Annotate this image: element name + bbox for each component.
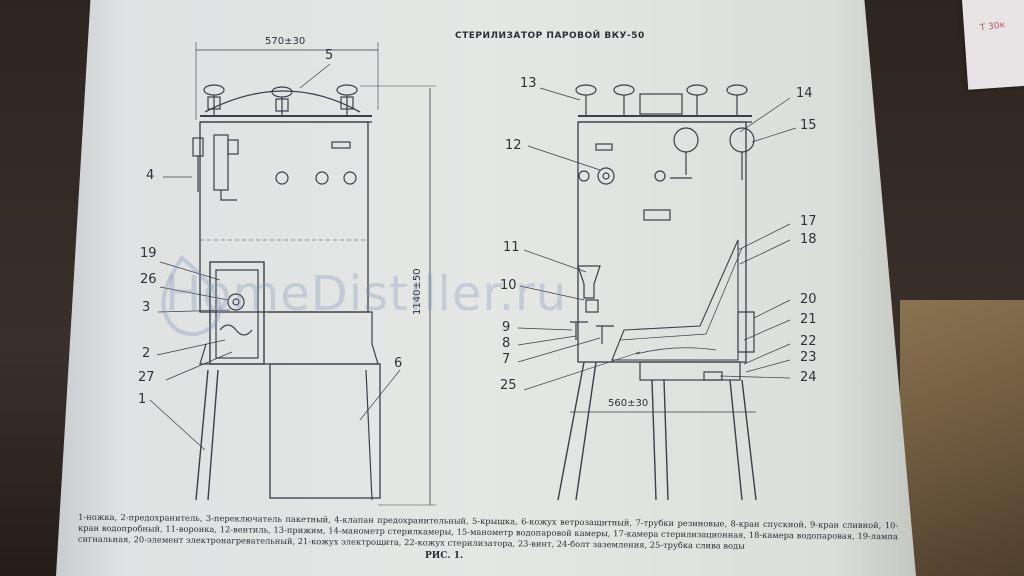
callout-7: 7	[502, 352, 511, 367]
watermark-logo	[161, 255, 223, 337]
callout-3: 3	[142, 300, 151, 315]
figure-label: РИС. 1.	[425, 551, 464, 561]
callout-14: 14	[796, 86, 813, 101]
callout-22: 22	[800, 334, 817, 349]
dim-width-bottom: 560±30	[608, 398, 649, 409]
lid-clamps	[203, 84, 358, 116]
document-title: СТЕРИЛИЗАТОР ПАРОВОЙ ВКУ-50	[455, 31, 645, 41]
document-page	[56, 0, 916, 576]
callout-26: 26	[140, 272, 157, 287]
callout-6: 6	[394, 356, 403, 371]
callout-23: 23	[800, 350, 817, 365]
callout-5: 5	[325, 48, 334, 63]
callout-17: 17	[800, 214, 817, 229]
callout-8: 8	[502, 336, 511, 351]
callout-21: 21	[800, 312, 817, 327]
right-clamps	[575, 84, 748, 116]
callout-11: 11	[503, 240, 520, 255]
callout-19: 19	[140, 246, 157, 261]
callout-4: 4	[146, 168, 155, 183]
callout-15: 15	[800, 118, 817, 133]
dim-width-top: 570±30	[265, 36, 306, 47]
callout-9: 9	[502, 320, 511, 335]
callout-27: 27	[138, 370, 155, 385]
callout-10: 10	[500, 278, 517, 293]
callout-25: 25	[500, 378, 517, 393]
callout-20: 20	[800, 292, 817, 307]
left-view	[149, 42, 436, 506]
right-view	[517, 84, 797, 501]
watermark-text: HomeDistiller.ru	[165, 266, 568, 322]
callout-18: 18	[800, 232, 817, 247]
callout-13: 13	[520, 76, 537, 91]
callout-2: 2	[142, 346, 151, 361]
callout-12: 12	[505, 138, 522, 153]
callout-1: 1	[138, 392, 147, 407]
wooden-table	[900, 300, 1024, 576]
callout-24: 24	[800, 370, 817, 385]
